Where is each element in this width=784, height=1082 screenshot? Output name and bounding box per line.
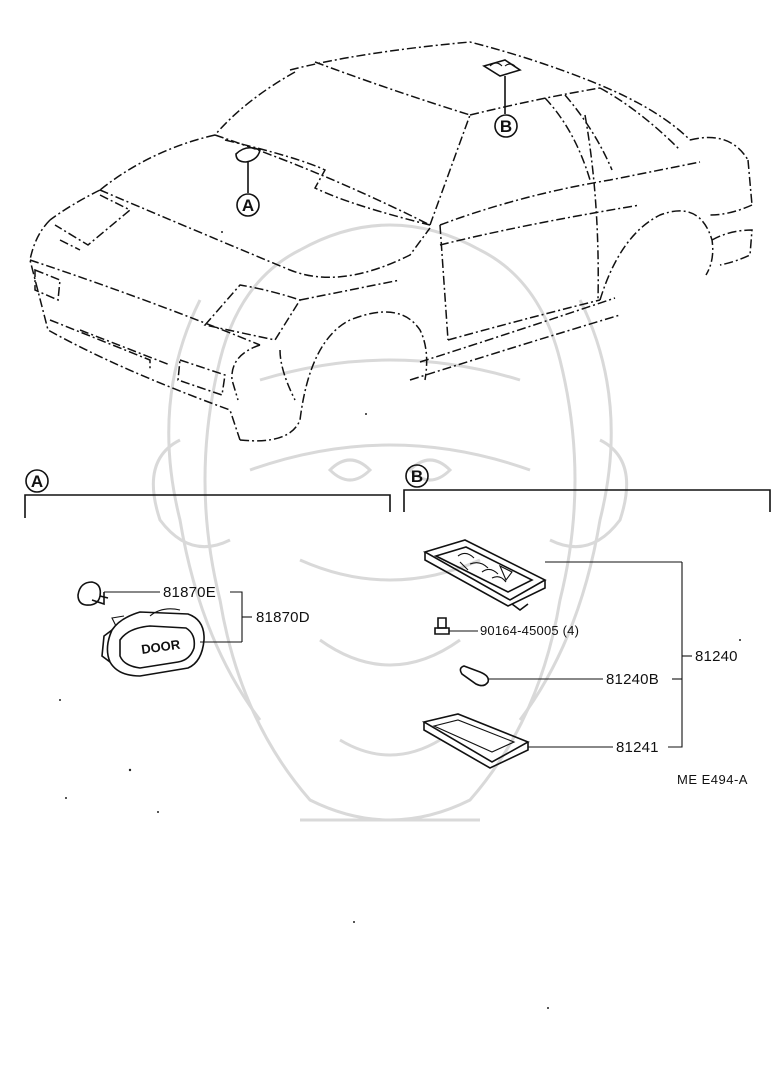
reference-code: ME E494-A xyxy=(677,772,748,787)
door-switch-marker xyxy=(235,146,261,193)
part-label-81240b: 81240B xyxy=(606,671,659,688)
bulb-81240b-icon xyxy=(459,665,603,687)
car-body-outline xyxy=(29,41,753,442)
callout-a-car: A xyxy=(236,193,260,217)
callout-a-car-label: A xyxy=(242,196,254,215)
section-b-header: B xyxy=(403,464,771,512)
lamp-lens-81241-icon xyxy=(421,713,613,769)
part-label-81240: 81240 xyxy=(695,648,738,665)
section-a-label: A xyxy=(31,472,43,491)
section-a-header: A xyxy=(24,469,391,518)
scan-specks xyxy=(59,231,741,1009)
part-label-90164: 90164-45005 (4) xyxy=(480,623,579,638)
roof-map-lamp-marker xyxy=(482,59,522,114)
screw-90164-icon xyxy=(434,617,478,635)
part-label-81870e: 81870E xyxy=(163,584,216,601)
door-switch-81870d-icon: DOOR xyxy=(101,608,205,677)
part-label-81870d: 81870D xyxy=(256,609,310,626)
section-b-label: B xyxy=(411,467,423,486)
bracket-81240 xyxy=(668,562,683,748)
map-lamp-housing-icon xyxy=(422,539,547,611)
callout-b-car: B xyxy=(494,114,518,138)
callout-b-car-label: B xyxy=(500,117,512,136)
samurai-helmet-watermark-icon xyxy=(151,223,629,822)
clip-81870e-icon xyxy=(77,581,160,606)
switch-lens-text: DOOR xyxy=(140,637,181,657)
part-label-81241: 81241 xyxy=(616,739,659,756)
